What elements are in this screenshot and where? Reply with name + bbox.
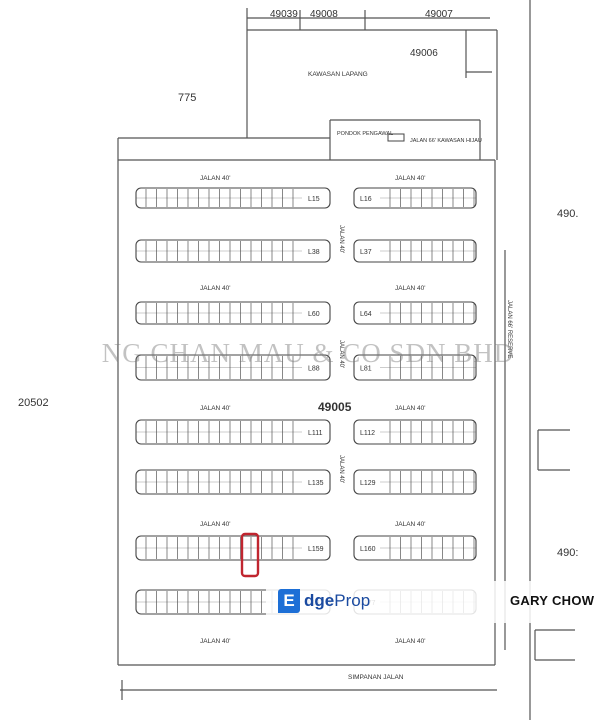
road-label-jalan-40-vertical: JALAN 40' bbox=[338, 455, 344, 483]
block-label: L129 bbox=[360, 480, 376, 487]
block-label: L135 bbox=[308, 480, 324, 487]
road-label-jalan-40-vertical: JALAN 40' bbox=[338, 225, 344, 253]
brand-name-rest: Prop bbox=[334, 591, 371, 610]
block-l88: L88 bbox=[135, 354, 331, 381]
block-l38: L38 bbox=[135, 239, 331, 263]
road-label-jalan-40: JALAN 40' bbox=[200, 638, 231, 645]
edgeprop-logo-mark: E bbox=[278, 589, 300, 613]
block-label: L81 bbox=[360, 366, 372, 373]
lot-number-far-west: 20502 bbox=[18, 397, 49, 409]
road-label-jalan-40: JALAN 40' bbox=[200, 521, 231, 528]
lot-number-center: 49005 bbox=[318, 400, 352, 414]
block-l15: L15 bbox=[135, 187, 331, 209]
guard-house-label: PONDOK PENGAWAL bbox=[337, 131, 393, 137]
road-label-jalan-40: JALAN 40' bbox=[395, 638, 426, 645]
edgeprop-wordmark: dgeProp bbox=[304, 591, 370, 611]
block-label: L37 bbox=[360, 249, 372, 256]
road-label-jalan-40: JALAN 40' bbox=[395, 285, 426, 292]
block-l135: L135 bbox=[135, 469, 331, 495]
block-l81: L81 bbox=[353, 354, 477, 381]
road-label-jalan-40: JALAN 40' bbox=[395, 405, 426, 412]
road-label-jalan-40: JALAN 40' bbox=[395, 521, 426, 528]
road-label-jalan-40: JALAN 40' bbox=[200, 405, 231, 412]
road-labels: JALAN 40' JALAN 40' JALAN 40' JALAN 40' JALA… bbox=[200, 175, 426, 645]
block-l160: L160 bbox=[353, 535, 477, 561]
road-label-jalan-40: JALAN 40' bbox=[395, 175, 426, 182]
selected-lot-highlight bbox=[240, 532, 260, 578]
highlighted-lot-marker bbox=[240, 532, 260, 578]
block-label: L112 bbox=[360, 430, 375, 437]
block-label: L15 bbox=[308, 196, 320, 203]
lot-number-east-bottom: 490: bbox=[557, 547, 578, 559]
service-road-label: SIMPANAN JALAN bbox=[348, 674, 404, 681]
brand-overlay-panel bbox=[266, 581, 608, 623]
lot-number-west: 775 bbox=[178, 92, 196, 104]
block-label: L38 bbox=[308, 249, 320, 256]
guard-house bbox=[387, 133, 405, 142]
block-l37: L37 bbox=[353, 239, 477, 263]
block-l159: L159 bbox=[135, 535, 331, 561]
open-area-label: KAWASAN LAPANG bbox=[308, 71, 368, 78]
lot-number-side-right: 49006 bbox=[410, 48, 438, 59]
block-label: L160 bbox=[360, 546, 376, 553]
block-label: L88 bbox=[308, 366, 320, 373]
road-label-jalan-40: JALAN 40' bbox=[200, 175, 231, 182]
road-label-jalan-40-vertical: JALAN 40' bbox=[338, 340, 344, 368]
block-l16: L16 bbox=[353, 187, 477, 209]
block-l129: L129 bbox=[353, 469, 477, 495]
block-label: L16 bbox=[360, 196, 372, 203]
road-reserve-label: JALAN 66' KAWASAN HIJAU bbox=[410, 138, 482, 144]
lot-number-top-mid: 49008 bbox=[310, 9, 338, 20]
block-l64: L64 bbox=[353, 301, 477, 325]
agent-name[interactable]: GARY CHOW bbox=[510, 593, 595, 608]
lot-number-top-left: 49039 bbox=[270, 9, 298, 20]
block-label: L159 bbox=[308, 546, 324, 553]
edgeprop-logo[interactable]: E dgeProp bbox=[278, 589, 370, 613]
block-l111: L111 bbox=[135, 419, 331, 445]
block-label: L64 bbox=[360, 311, 372, 318]
road-label-jalan-40: JALAN 40' bbox=[200, 285, 231, 292]
block-l60: L60 bbox=[135, 301, 331, 325]
lot-number-east-top: 490. bbox=[557, 208, 578, 220]
brand-name-bold: dge bbox=[304, 591, 335, 610]
block-label: L111 bbox=[308, 430, 323, 437]
main-road-label: JALAN 66' RESERVE bbox=[506, 300, 512, 358]
block-label: L60 bbox=[308, 311, 320, 318]
block-l112: L112 bbox=[353, 419, 477, 445]
watermark-text: NG CHAN MAU & CO SDN BHD bbox=[101, 338, 515, 368]
lot-number-top-right: 49007 bbox=[425, 9, 453, 20]
